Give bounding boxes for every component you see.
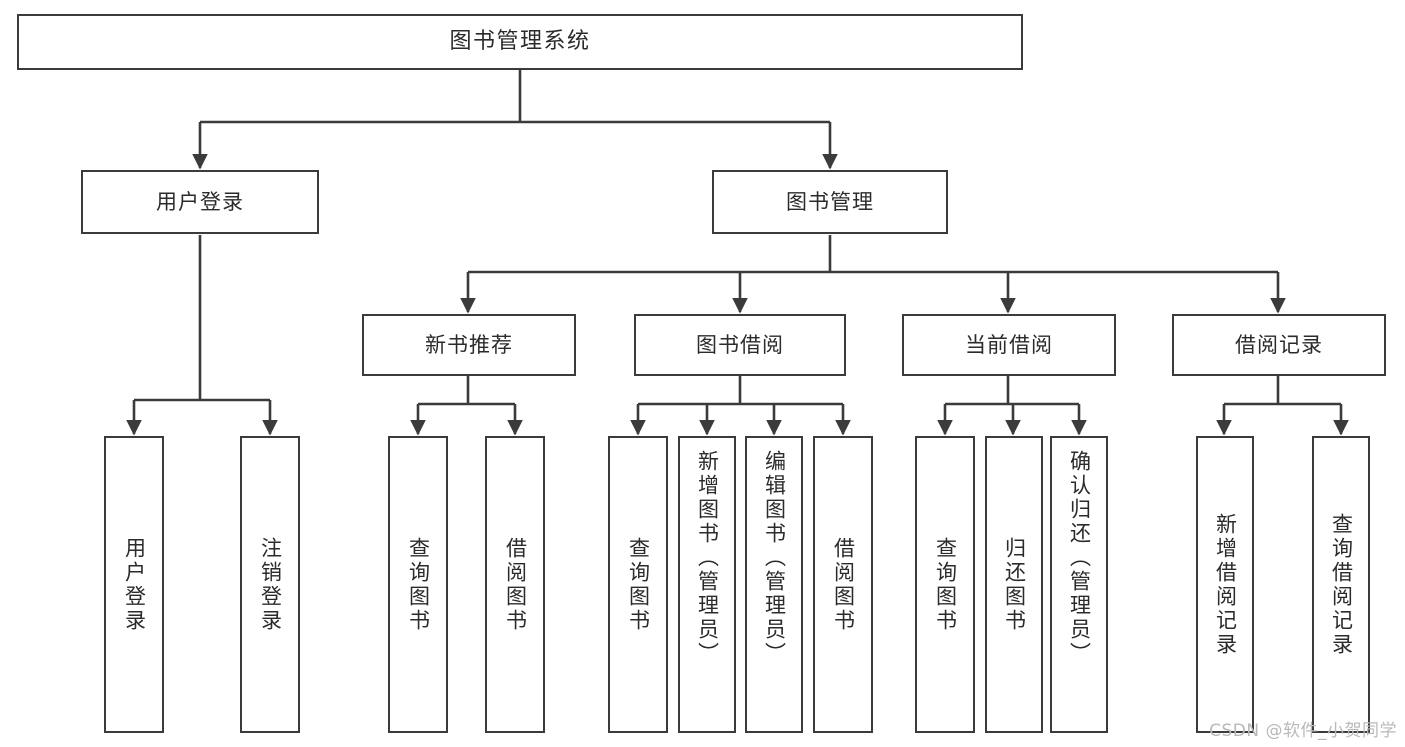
node-label: 注销登录 (258, 536, 283, 633)
leaf-new-book-borrow-book[interactable]: 借阅图书 (485, 436, 545, 733)
leaf-new-book-query-book[interactable]: 查询图书 (388, 436, 448, 733)
node-label: 借阅记录 (1235, 332, 1323, 357)
leaf-book-borrow-edit-book-admin[interactable]: 编辑图书（管理员） (745, 436, 803, 733)
node-new-book-recommend[interactable]: 新书推荐 (362, 314, 576, 376)
node-label: 图书管理 (786, 189, 874, 214)
node-label: 用户登录 (122, 536, 147, 633)
node-label: 新增借阅记录 (1213, 512, 1238, 657)
node-label: 查询图书 (626, 536, 651, 633)
node-label: 确认归还（管理员） (1067, 450, 1092, 666)
node-book-management[interactable]: 图书管理 (712, 170, 948, 234)
leaf-book-borrow-query-book[interactable]: 查询图书 (608, 436, 668, 733)
leaf-current-borrow-query-book[interactable]: 查询图书 (915, 436, 975, 733)
leaf-book-borrow-add-book-admin[interactable]: 新增图书（管理员） (678, 436, 736, 733)
node-label: 归还图书 (1002, 536, 1027, 633)
node-label: 新增图书（管理员） (695, 450, 720, 666)
node-root-book-management-system[interactable]: 图书管理系统 (17, 14, 1023, 70)
leaf-borrow-record-query-record[interactable]: 查询借阅记录 (1312, 436, 1370, 733)
node-label: 图书管理系统 (449, 29, 591, 55)
node-label: 图书借阅 (696, 332, 784, 357)
leaf-borrow-record-add-record[interactable]: 新增借阅记录 (1196, 436, 1254, 733)
node-book-borrow[interactable]: 图书借阅 (634, 314, 846, 376)
node-label: 查询借阅记录 (1329, 512, 1354, 657)
node-label: 新书推荐 (425, 332, 513, 357)
node-borrow-record[interactable]: 借阅记录 (1172, 314, 1386, 376)
node-label: 当前借阅 (965, 332, 1053, 357)
leaf-user-login-login[interactable]: 用户登录 (104, 436, 164, 733)
node-label: 查询图书 (406, 536, 431, 633)
node-label: 借阅图书 (831, 536, 856, 633)
node-label: 借阅图书 (503, 536, 528, 633)
leaf-book-borrow-borrow-book[interactable]: 借阅图书 (813, 436, 873, 733)
leaf-current-borrow-return-book[interactable]: 归还图书 (985, 436, 1043, 733)
node-label: 用户登录 (156, 189, 244, 214)
node-label: 编辑图书（管理员） (762, 450, 787, 666)
leaf-user-login-logout[interactable]: 注销登录 (240, 436, 300, 733)
node-label: 查询图书 (933, 536, 958, 633)
csdn-watermark: CSDN @软件_小贺同学 (1209, 721, 1397, 741)
node-user-login[interactable]: 用户登录 (81, 170, 319, 234)
node-current-borrow[interactable]: 当前借阅 (902, 314, 1116, 376)
leaf-current-borrow-confirm-return-admin[interactable]: 确认归还（管理员） (1050, 436, 1108, 733)
